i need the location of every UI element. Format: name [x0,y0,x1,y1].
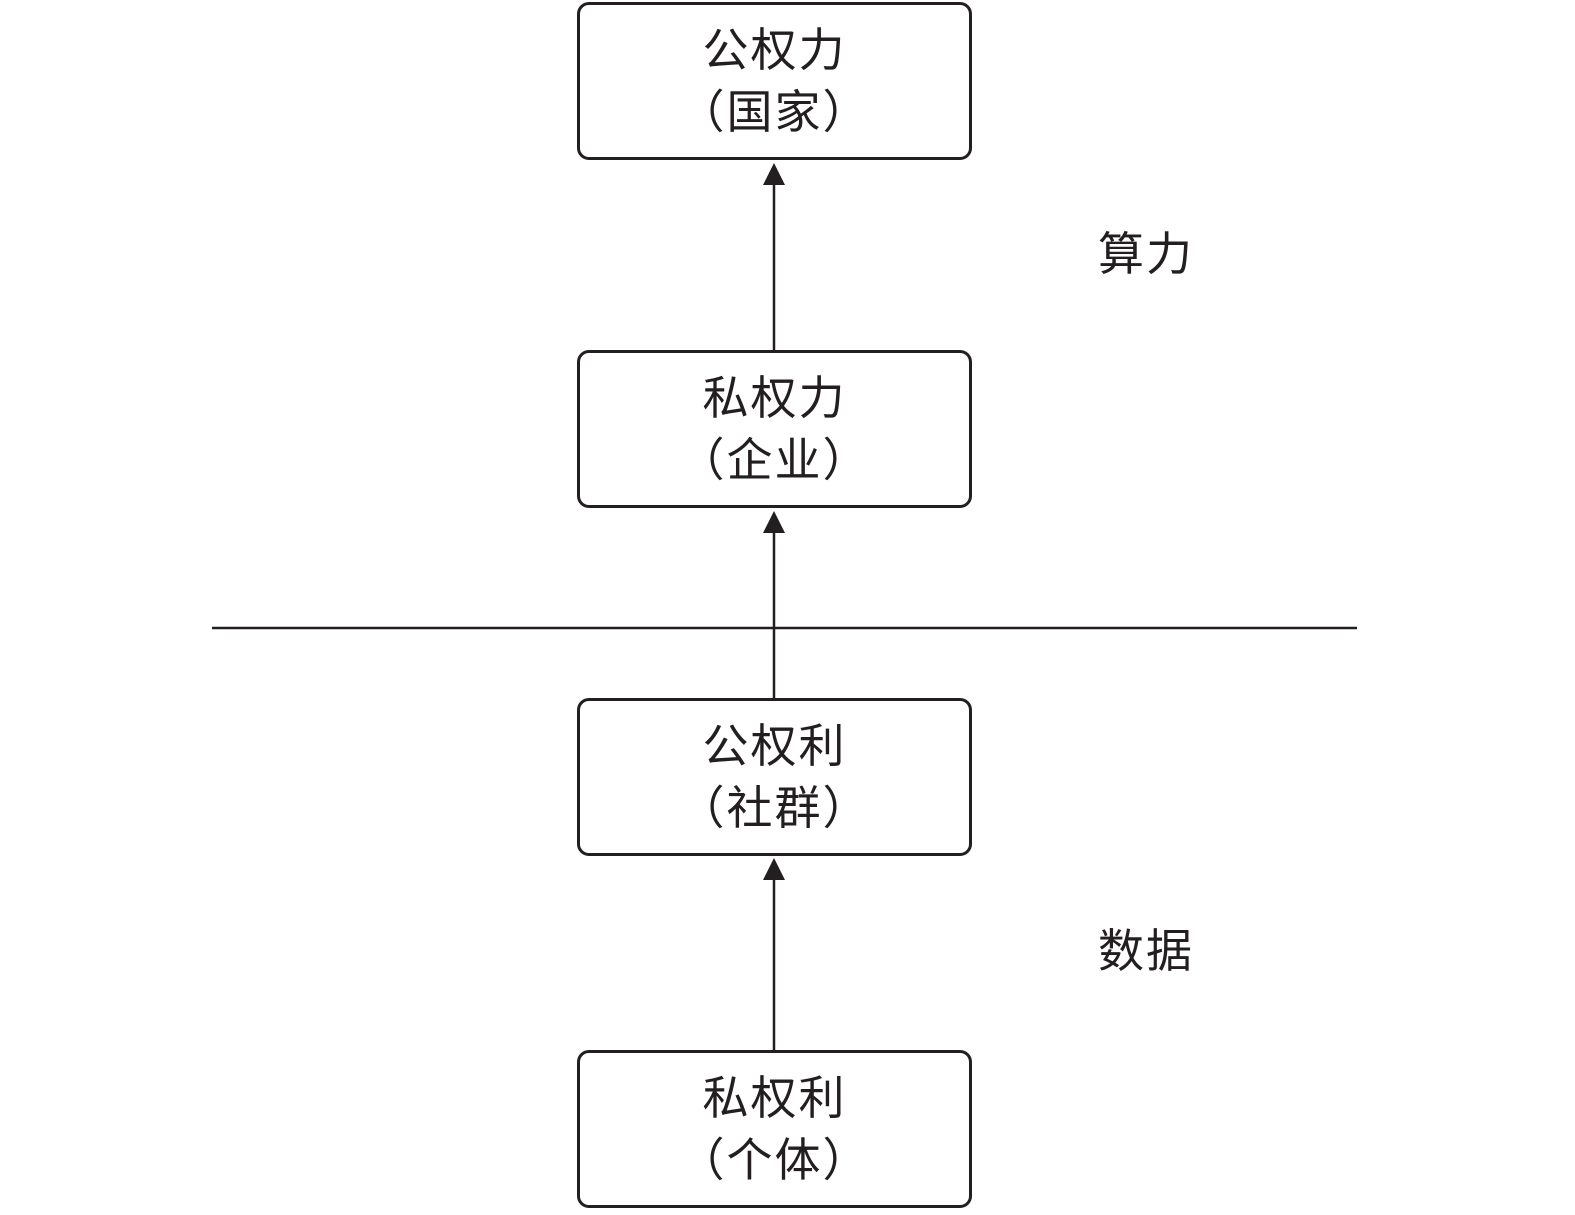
node-subtitle: （社群） [678,781,871,835]
node-public-power: 公权力 （国家） [577,2,972,160]
node-subtitle: （国家） [678,85,871,139]
node-title: 私权力 [702,371,847,425]
node-title: 公权力 [702,23,847,77]
node-private-right: 私权利 （个体） [577,1050,972,1208]
label-computing-power: 算力 [1098,227,1194,281]
node-private-power: 私权力 （企业） [577,350,972,508]
arrowhead-2 [763,511,785,533]
arrowhead-1 [763,858,785,880]
arrowhead-3 [763,163,785,185]
label-data: 数据 [1098,924,1194,978]
node-title: 私权利 [702,1071,847,1125]
node-subtitle: （企业） [678,433,871,487]
node-subtitle: （个体） [678,1133,871,1187]
node-title: 公权利 [702,719,847,773]
node-public-right: 公权利 （社群） [577,698,972,856]
